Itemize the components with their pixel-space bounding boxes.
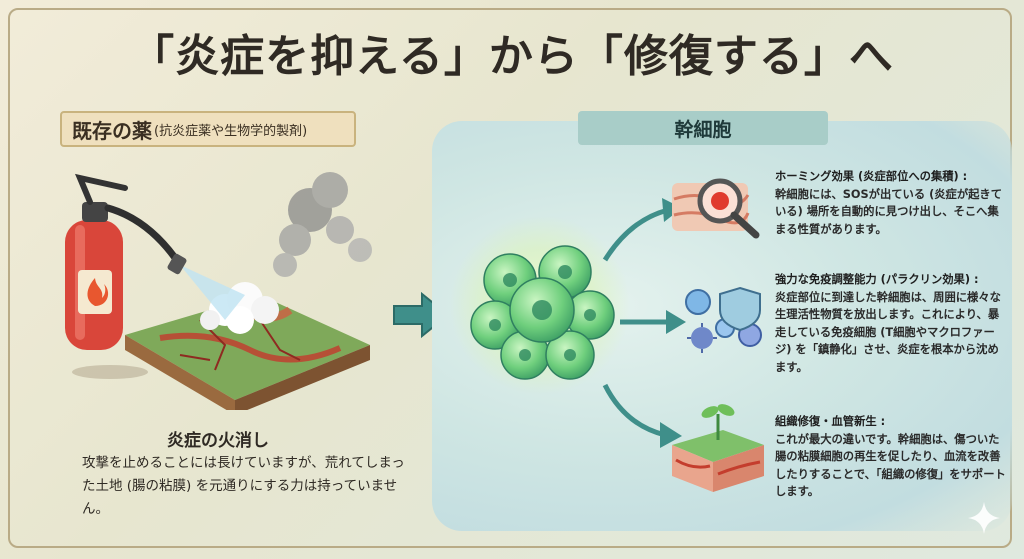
stem-cell-header: 幹細胞 <box>578 111 828 145</box>
feature-repair-title: 組織修復・血管新生 : <box>775 415 886 428</box>
sprout-icon <box>701 406 719 418</box>
feature-immune-title: 強力な免疫調整能力 (パラクリン効果) : <box>775 273 979 286</box>
arrow-head-icon <box>666 310 686 334</box>
existing-drug-header: 既存の薬 (抗炎症薬や生物学的製剤) <box>60 111 356 147</box>
smoke-icon <box>273 172 372 277</box>
feature-homing-title: ホーミング効果 (炎症部位への集積) : <box>775 170 968 183</box>
fire-extinguisher-icon <box>65 173 187 350</box>
damaged-land-icon <box>125 295 370 410</box>
sprout-tissue-icon <box>672 404 764 492</box>
feature-immune-body: 炎症部位に到達した幹細胞は、周囲に様々な生理活性物質を放出します。これにより、暴… <box>775 290 1001 374</box>
existing-drug-sublabel: (抗炎症薬や生物学的製剤) <box>154 123 308 139</box>
stem-cell-cluster-icon <box>450 215 630 395</box>
existing-drug-description: 攻撃を止めることには長けていますが、荒れてしまった土地 (腸の粘膜) を元通りに… <box>82 455 405 517</box>
feature-repair-body: これが最大の違いです。幹細胞は、傷ついた腸の粘膜細胞の再生を促したり、血流を改善… <box>775 432 1006 499</box>
feature-repair: 組織修復・血管新生 : これが最大の違いです。幹細胞は、傷ついた腸の粘膜細胞の再… <box>775 413 1007 501</box>
shield-icon <box>719 286 761 332</box>
water-spray-icon <box>180 265 245 320</box>
arrow-head-icon <box>660 422 682 448</box>
firefighting-illustration <box>65 172 372 410</box>
virus-icon <box>687 323 717 353</box>
immune-cells-shield-icon <box>685 286 762 353</box>
firefighting-caption: 炎症の火消し <box>167 431 269 451</box>
feature-immune: 強力な免疫調整能力 (パラクリン効果) : 炎症部位に到達した幹細胞は、周囲に様… <box>775 271 1007 376</box>
existing-drug-label: 既存の薬 <box>72 118 152 143</box>
magnifier-icon <box>672 178 760 239</box>
feature-homing-body: 幹細胞には、SOSが出ている (炎症が起きている) 場所を自動的に見つけ出し、そ… <box>775 187 1003 236</box>
feature-homing: ホーミング効果 (炎症部位への集積) : 幹細胞には、SOSが出ている (炎症が… <box>775 168 1007 238</box>
page-title: 「炎症を抑える」から「修復する」へ <box>130 31 894 82</box>
sparkle-icon <box>968 502 1000 534</box>
